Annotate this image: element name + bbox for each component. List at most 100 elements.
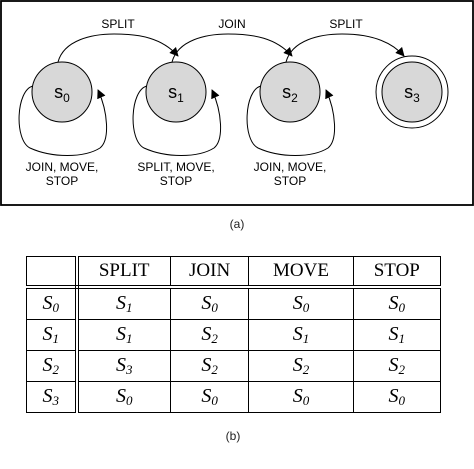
self-loop-label-line: SPLIT, MOVE, [137,160,214,174]
state-circle [145,61,207,123]
self-loop-s2 [246,85,336,156]
state-subscript: 2 [302,362,310,377]
next-state-cell: S2 [248,350,354,382]
row-header-state: S1 [25,319,79,351]
state-symbol: S [201,292,212,314]
next-state-cell: S0 [352,286,442,320]
state-s2: s2 [259,61,321,123]
transition-arc-s0-s1 [57,33,179,63]
state-symbol: S [201,323,212,345]
next-state-cell: S1 [248,319,354,351]
state-subscript: 2 [211,331,218,346]
transition-label-s2-s3: SPLIT [329,17,363,31]
state-symbol: S [42,323,53,345]
state-symbol: S [388,385,399,407]
state-subscript: 0 [398,300,406,315]
state-symbol: S [42,354,53,376]
transition-arc-s2-s3 [285,33,405,63]
diagram-frame [0,0,474,206]
row-header-state: S3 [25,381,79,413]
state-symbol: S [292,354,303,376]
state-s0-label: s [54,82,63,102]
self-loop-label-s2: JOIN, MOVE,STOP [254,160,327,188]
next-state-cell: S1 [76,286,171,320]
caption-a: (a) [229,217,245,231]
state-subscript: 2 [398,362,406,377]
self-loop-s0 [18,85,108,156]
state-subscript: 0 [125,393,133,408]
state-s2-subscript: 2 [291,91,298,105]
svg-text:s0: s0 [54,82,70,105]
self-loop-s1 [132,85,222,156]
state-s3: s3 [375,55,449,129]
row-header-state: S2 [25,350,79,382]
next-state-cell: S1 [76,319,171,351]
state-subscript: 1 [398,331,406,346]
column-header-join: JOIN [169,256,250,289]
state-s0: s0 [31,61,93,123]
state-symbol: S [201,354,212,376]
state-subscript: 2 [211,362,218,377]
next-state-cell: S3 [76,350,171,382]
state-s3-label: s [404,82,413,102]
transition-arc-s1-s2 [171,33,293,63]
caption-b: (b) [225,429,241,443]
self-loop-label-line: STOP [46,174,78,188]
transition-label-s1-s2: JOIN [218,17,245,31]
next-state-cell: S2 [169,319,250,351]
state-subscript: 0 [398,393,406,408]
state-symbol: S [292,292,303,314]
state-circle [259,61,321,123]
state-symbol: S [115,354,126,376]
row-header-state: S0 [25,286,79,320]
next-state-cell: S2 [352,350,442,382]
column-header-move: MOVE [248,256,354,289]
next-state-cell: S0 [169,381,250,413]
state-symbol: S [42,385,53,407]
svg-text:s1: s1 [168,82,184,105]
state-subscript: 0 [52,300,60,315]
state-symbol: S [292,323,303,345]
next-state-cell: S0 [169,286,250,320]
self-loop-label-line: JOIN, MOVE, [26,160,99,174]
state-subscript: 1 [52,331,60,346]
state-symbol: S [388,292,399,314]
state-subscript: 0 [211,300,218,315]
svg-text:s3: s3 [404,82,420,105]
state-subscript: 1 [302,331,310,346]
table-corner-cell [25,256,79,289]
state-symbol: S [201,385,212,407]
table-header-row: SPLIT JOIN MOVE STOP [25,256,442,289]
state-subscript: 2 [52,362,60,377]
state-circle [381,61,443,123]
state-s2-label: s [282,82,291,102]
self-loop-label-s0: JOIN, MOVE,STOP [26,160,99,188]
state-subscript: 1 [125,300,133,315]
state-symbol: S [115,385,126,407]
state-subscript: 3 [125,362,133,377]
self-loop-label-s1: SPLIT, MOVE,STOP [137,160,214,188]
next-state-cell: S0 [248,286,354,320]
state-subscript: 3 [52,393,60,408]
next-state-cell: S0 [76,381,171,413]
state-s3-subscript: 3 [413,91,420,105]
column-header-stop: STOP [352,256,442,289]
state-s1-label: s [168,82,177,102]
state-subscript: 0 [302,393,310,408]
state-subscript: 0 [302,300,310,315]
transition-label-s0-s1: SPLIT [101,17,135,31]
state-symbol: S [115,323,126,345]
column-header-split: SPLIT [76,256,171,289]
next-state-cell: S1 [352,319,442,351]
state-symbol: S [388,354,399,376]
state-symbol: S [388,323,399,345]
state-symbol: S [115,292,126,314]
self-loop-label-line: STOP [274,174,306,188]
